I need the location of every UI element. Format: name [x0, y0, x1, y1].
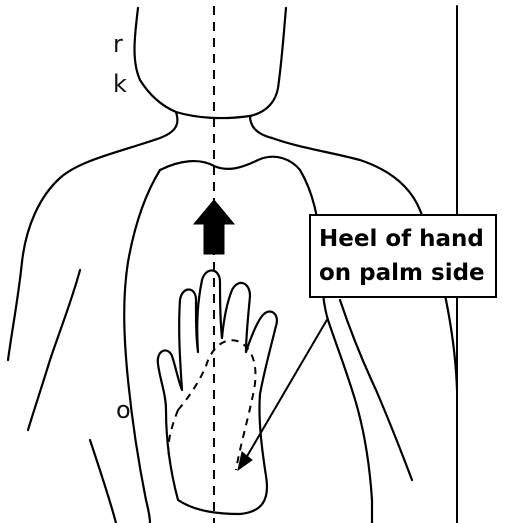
callout-pointer-line [246, 318, 328, 458]
left-torso-side [124, 170, 160, 523]
heel-of-hand-callout: Heel of hand on palm side [309, 214, 497, 298]
left-arm-outline [8, 178, 60, 360]
neck-left [60, 112, 177, 178]
hand-outline [158, 270, 277, 514]
lower-left-curve [90, 440, 116, 523]
cropped-text-fragment: o [116, 398, 131, 422]
callout-line-2: on palm side [319, 256, 487, 290]
callout-line-1: Heel of hand [319, 222, 487, 256]
left-arm-inner [28, 270, 80, 430]
cropped-text-fragment: r [113, 32, 123, 56]
collar-outline [160, 157, 300, 170]
right-arm-inner [340, 300, 412, 480]
heel-of-hand-outline [178, 340, 255, 470]
head-outline [135, 8, 287, 118]
neck-right [250, 116, 420, 210]
cropped-text-fragment: k [113, 72, 127, 96]
callout-pointer-arrowhead [238, 452, 252, 470]
heel-dashed-lower [168, 410, 178, 460]
up-arrow-icon [194, 200, 234, 254]
